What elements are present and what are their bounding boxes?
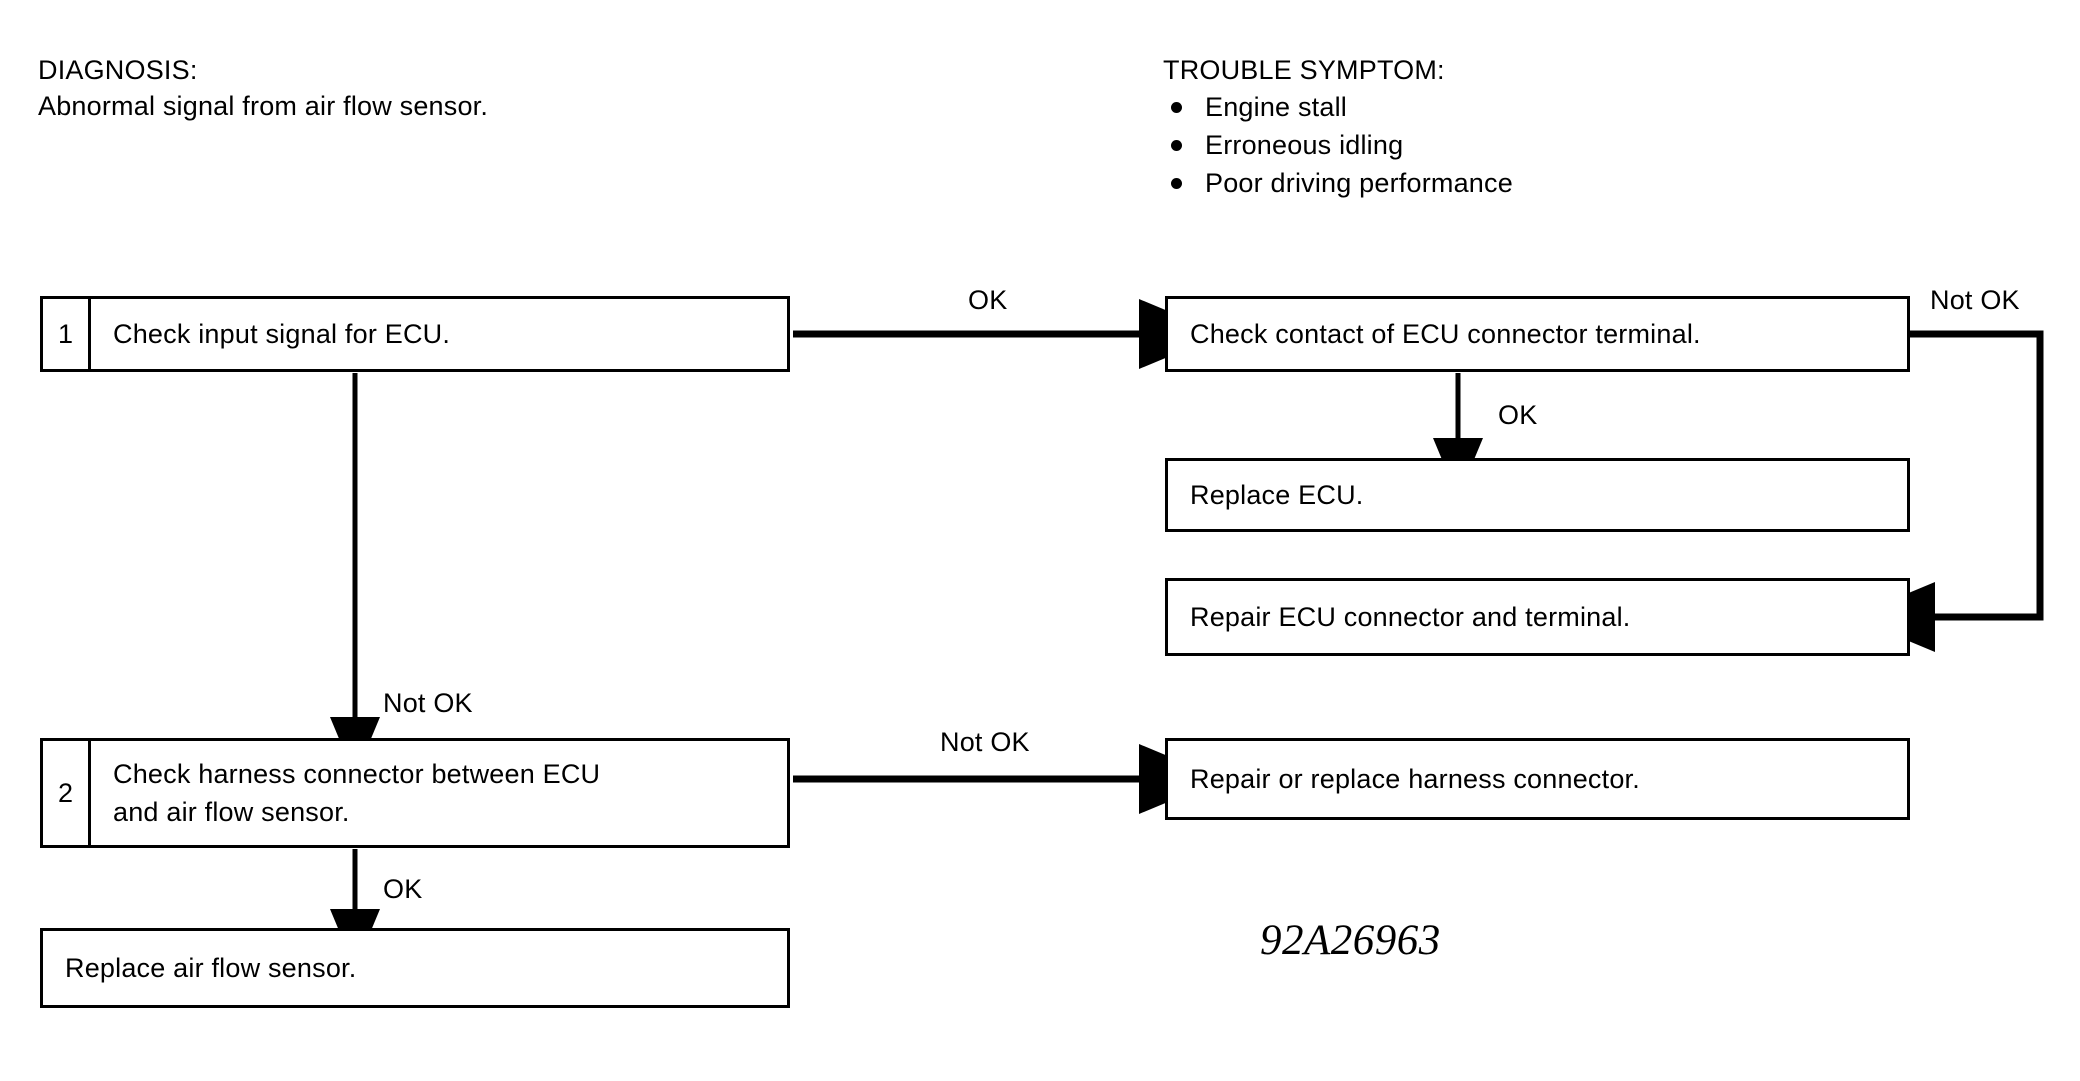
flow-box-step-1[interactable]: 1 Check input signal for ECU. xyxy=(40,296,790,372)
flow-box-label: Check contact of ECU connector terminal. xyxy=(1190,319,1701,349)
bullet-icon xyxy=(1171,140,1182,151)
flow-box-check-ecu-connector[interactable]: Check contact of ECU connector terminal. xyxy=(1165,296,1910,372)
step-number: 1 xyxy=(43,299,91,369)
flow-box-label: Check input signal for ECU. xyxy=(113,319,451,349)
reference-code: 92A26963 xyxy=(1260,917,1441,964)
diagnosis-heading: DIAGNOSIS: xyxy=(38,55,198,85)
flow-box-replace-ecu[interactable]: Replace ECU. xyxy=(1165,458,1910,532)
edge-label-notok-step2: Not OK xyxy=(940,727,1030,757)
list-item-label: Poor driving performance xyxy=(1205,168,1513,198)
trouble-symptom-heading: TROUBLE SYMPTOM: xyxy=(1163,55,1445,85)
flow-box-label-line1: Check harness connector between ECU xyxy=(113,759,601,789)
edge-check-ecu-to-repair-ecu-connector xyxy=(1851,330,2044,652)
flow-box-label: Replace air flow sensor. xyxy=(65,953,357,983)
edge-label-notok-check-ecu: Not OK xyxy=(1930,285,2020,315)
bullet-icon xyxy=(1171,102,1182,113)
edge-label-ok-check-ecu: OK xyxy=(1498,400,1538,430)
flow-box-step-2[interactable]: 2 Check harness connector between ECU an… xyxy=(40,738,790,848)
flow-box-repair-harness[interactable]: Repair or replace harness connector. xyxy=(1165,738,1910,820)
list-item: Poor driving performance xyxy=(1163,164,1513,202)
edge-label-ok-step1: OK xyxy=(968,285,1008,315)
list-item-label: Erroneous idling xyxy=(1205,130,1404,160)
diagnosis-block: DIAGNOSIS: Abnormal signal from air flow… xyxy=(38,52,488,124)
step-number: 2 xyxy=(43,741,91,845)
edge-label-notok-step1: Not OK xyxy=(383,688,473,718)
flow-box-label: Replace ECU. xyxy=(1190,480,1364,510)
trouble-symptom-list: Engine stall Erroneous idling Poor drivi… xyxy=(1163,88,1513,202)
list-item: Erroneous idling xyxy=(1163,126,1513,164)
bullet-icon xyxy=(1171,178,1182,189)
flow-box-replace-air-flow-sensor[interactable]: Replace air flow sensor. xyxy=(40,928,790,1008)
flow-box-label: Check harness connector between ECU and … xyxy=(91,755,612,831)
edge-label-ok-step2: OK xyxy=(383,874,423,904)
list-item: Engine stall xyxy=(1163,88,1513,126)
flow-box-label-line2: and air flow sensor. xyxy=(113,797,350,827)
trouble-symptom-block: TROUBLE SYMPTOM: Engine stall Erroneous … xyxy=(1163,52,1513,202)
flow-box-repair-ecu-connector[interactable]: Repair ECU connector and terminal. xyxy=(1165,578,1910,656)
flow-box-label: Repair ECU connector and terminal. xyxy=(1190,602,1631,632)
list-item-label: Engine stall xyxy=(1205,92,1347,122)
flow-box-label: Repair or replace harness connector. xyxy=(1190,764,1640,794)
diagnosis-text: Abnormal signal from air flow sensor. xyxy=(38,91,489,121)
